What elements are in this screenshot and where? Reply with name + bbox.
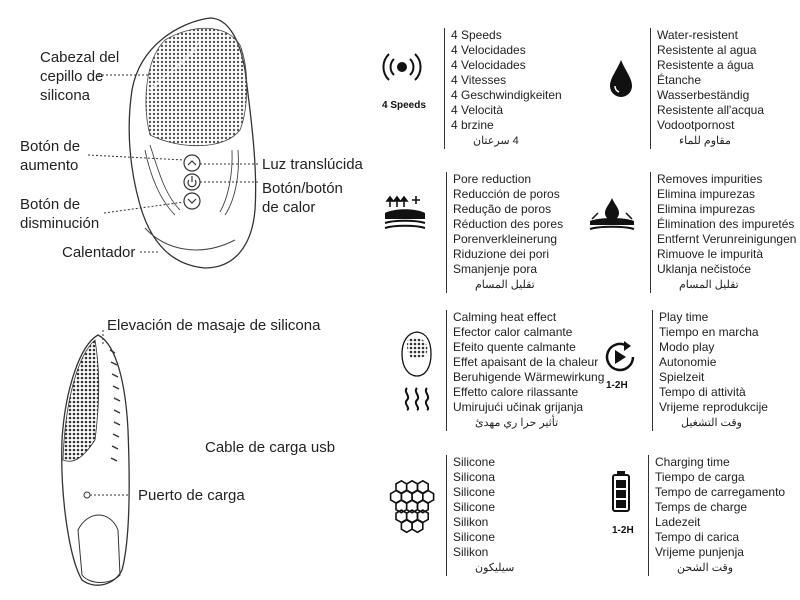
- heat-button-label: Botón/botón de calor: [262, 180, 343, 216]
- block-line: Tempo di carica: [655, 530, 740, 544]
- heat-icon: [401, 331, 432, 411]
- block-arabic: سيليكون: [475, 562, 515, 574]
- heater-label: Calentador: [62, 244, 136, 261]
- charging-block: Charging time Tiempo de carga Tempo de c…: [648, 455, 785, 576]
- block-line: Beruhigende Wärmewirkung: [453, 370, 605, 384]
- block-line: Spielzeit: [659, 370, 705, 384]
- block-line: 4 Velocidades: [451, 43, 526, 57]
- block-line: 4 Geschwindigkeiten: [451, 88, 562, 102]
- pores-block: Pore reduction Reducción de poros Reduçã…: [446, 172, 563, 293]
- translucent-light-label: Luz translúcida: [262, 156, 363, 173]
- block-line: Pore reduction: [453, 172, 532, 186]
- speeds-block: 4 Speeds 4 Velocidades 4 Velocidades 4 V…: [444, 28, 562, 149]
- block-arabic: تقليل المسام: [475, 279, 535, 291]
- block-line: Effet apaisant de la chaleur: [453, 355, 599, 369]
- block-line: 4 Vitesses: [451, 73, 507, 87]
- block-line: Silicone: [453, 485, 496, 499]
- block-line: Tiempo de carga: [655, 470, 745, 484]
- block-arabic: وقت التشغيل: [681, 417, 742, 429]
- block-line: Elimina impurezas: [657, 187, 756, 201]
- block-line: Resistente all'acqua: [657, 103, 765, 117]
- block-line: Resistente al agua: [657, 43, 757, 57]
- block-line: Redução de poros: [453, 202, 552, 216]
- pore-reduction-icon: [384, 195, 426, 229]
- block-line: Riduzione dei pori: [453, 247, 550, 261]
- water-block: Water-resistent Resistente al agua Resis…: [650, 28, 764, 149]
- block-line: Tempo di attività: [659, 385, 746, 399]
- block-line: Vrijeme reprodukcije: [659, 400, 768, 414]
- charging-caption: 1-2H: [612, 525, 634, 536]
- block-line: Ladezeit: [655, 515, 701, 529]
- increase-button-label: Botón de aumento: [20, 138, 81, 174]
- block-line: Silikon: [453, 515, 489, 529]
- charging-port-label: Puerto de carga: [138, 487, 245, 504]
- block-line: Silicone: [453, 530, 496, 544]
- block-line: Charging time: [655, 455, 730, 469]
- speeds-caption: 4 Speeds: [382, 100, 426, 111]
- silicone-head-label: Cabezal del cepillo de silicona: [40, 49, 120, 104]
- block-line: Water-resistent: [657, 28, 738, 42]
- block-line: Wasserbeständig: [657, 88, 750, 102]
- play-block: Play time Tiempo en marcha Modo play Aut…: [652, 310, 768, 431]
- block-line: Silicone: [453, 500, 496, 514]
- block-line: Rimuove le impurità: [657, 247, 764, 261]
- vibration-icon: [382, 53, 422, 81]
- block-line: Smanjenje pora: [453, 262, 538, 276]
- block-line: Elimina impurezas: [657, 202, 756, 216]
- block-line: Tiempo en marcha: [659, 325, 759, 339]
- battery-icon: [612, 471, 630, 512]
- block-line: Étanche: [657, 73, 702, 87]
- block-line: Calming heat effect: [453, 310, 557, 324]
- block-line: Umirujući učinak grijanja: [453, 400, 584, 414]
- block-line: 4 Velocità: [451, 103, 504, 117]
- block-line: Silicone: [453, 455, 496, 469]
- block-line: Élimination des impuretés: [657, 217, 795, 231]
- block-line: Modo play: [659, 340, 715, 354]
- block-line: 4 Velocidades: [451, 58, 526, 72]
- block-line: Entfernt Verunreinigungen: [657, 232, 797, 246]
- block-line: Vodootpornost: [657, 118, 735, 132]
- water-drop-icon: [610, 60, 632, 97]
- block-arabic: 4 سرعتان: [473, 135, 519, 147]
- honeycomb-icon: [389, 479, 435, 534]
- block-line: Silikon: [453, 545, 489, 559]
- block-line: Efector calor calmante: [453, 325, 573, 339]
- block-line: Removes impurities: [657, 172, 763, 186]
- block-line: Effetto calore rilassante: [453, 385, 579, 399]
- impurities-icon: [589, 198, 635, 230]
- block-line: Resistente a água: [657, 58, 754, 72]
- block-line: Play time: [659, 310, 709, 324]
- block-line: Réduction des pores: [453, 217, 564, 231]
- usb-cable-label: Cable de carga usb: [205, 439, 336, 456]
- block-line: Uklanja nečistoće: [657, 262, 752, 276]
- play-icon: [605, 341, 635, 372]
- play-caption: 1-2H: [606, 380, 628, 391]
- silicone-block: Silicone Silicona Silicone Silicone Sili…: [446, 455, 514, 576]
- block-arabic: تقليل المسام: [679, 279, 739, 291]
- block-line: Vrijeme punjenja: [655, 545, 744, 559]
- heat-block: Calming heat effect Efector calor calman…: [446, 310, 604, 431]
- block-line: Temps de charge: [655, 500, 748, 514]
- block-line: Efeito quente calmante: [453, 340, 576, 354]
- block-line: 4 brzine: [451, 118, 494, 132]
- massage-elevation-label: Elevación de masaje de silicona: [107, 317, 321, 334]
- block-arabic: مقاوم للماء: [679, 135, 731, 147]
- block-line: Reducción de poros: [453, 187, 560, 201]
- block-arabic: وقت الشحن: [677, 562, 734, 574]
- block-line: Tempo de carregamento: [655, 485, 786, 499]
- block-line: Autonomie: [659, 355, 717, 369]
- decrease-button-label: Botón de disminución: [20, 196, 100, 232]
- block-line: 4 Speeds: [451, 28, 502, 42]
- block-arabic: تأثير حرا ري مهدئ: [475, 417, 559, 429]
- block-line: Silicona: [453, 470, 496, 484]
- block-line: Porenverkleinerung: [453, 232, 558, 246]
- impurities-block: Removes impurities Elimina impurezas Eli…: [650, 172, 796, 293]
